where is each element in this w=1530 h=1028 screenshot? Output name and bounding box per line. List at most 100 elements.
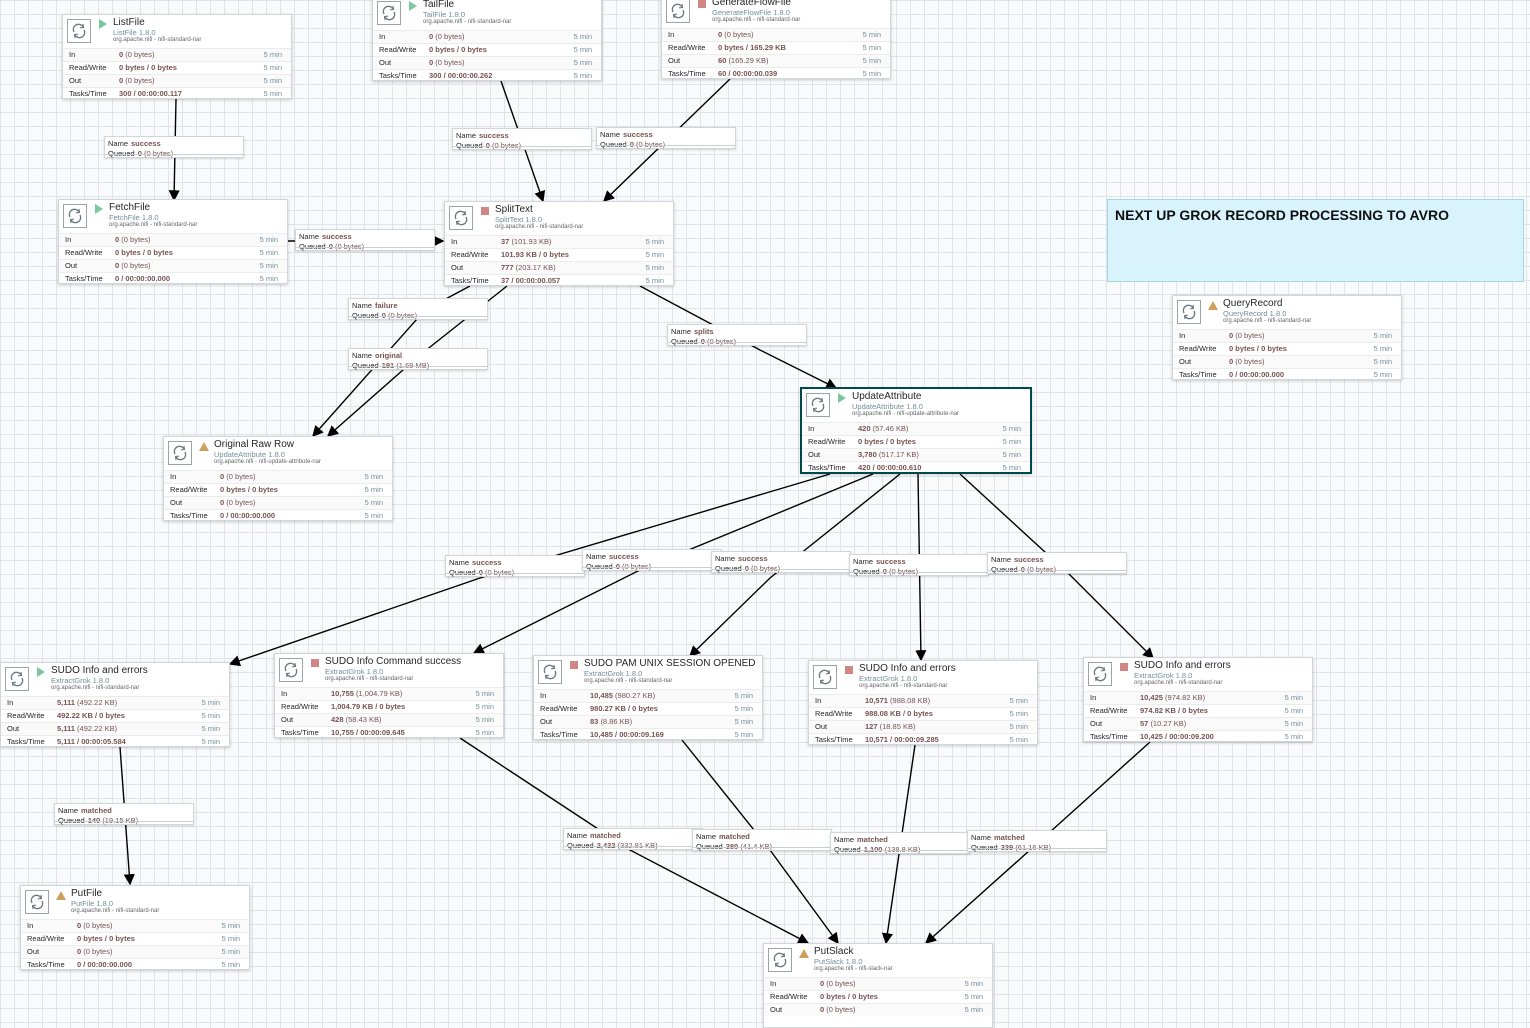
stat-value: 0 (0 bytes) [119, 76, 155, 85]
stopped-icon [1119, 662, 1129, 672]
stat-window: 5 min [964, 1005, 983, 1014]
connection-queued-value: 0 (0 bytes) [478, 568, 515, 577]
processor-type: ExtractGrok 1.8.0 [584, 669, 643, 678]
canvas-label[interactable]: NEXT UP GROK RECORD PROCESSING TO AVRO [1107, 199, 1524, 282]
stat-window: 5 min [1009, 696, 1028, 705]
connection-name: original [375, 351, 403, 360]
stat-value: 0 (0 bytes) [1229, 331, 1265, 340]
connection-queued-value: 0 (0 bytes) [137, 149, 174, 158]
stat-value: 10,755 (1,004.79 KB) [331, 689, 403, 698]
stat-window: 5 min [734, 717, 753, 726]
stat-window: 5 min [1009, 709, 1028, 718]
processor-type: QueryRecord 1.8.0 [1223, 309, 1287, 318]
processor-bundle: org.apache.nifi - nifi-standard-nar [584, 678, 673, 684]
connection-queued-label: Queued [299, 242, 326, 251]
stat-label: Out [7, 724, 20, 733]
processor-type: UpdateAttribute 1.8.0 [214, 450, 285, 459]
stat-label: Read/Write [808, 437, 846, 446]
queue-fill-bar [349, 366, 487, 369]
invalid-icon [799, 948, 809, 958]
queue-fill-bar [453, 146, 591, 149]
stat-label: Tasks/Time [65, 274, 103, 283]
stat-label: In [1179, 331, 1186, 340]
stat-window: 5 min [1284, 693, 1303, 702]
stat-window: 5 min [862, 43, 881, 52]
connection-queued-label: Queued [352, 361, 379, 370]
connection-name: success [472, 558, 502, 567]
stat-window: 5 min [734, 704, 753, 713]
stat-window: 5 min [573, 71, 592, 80]
processor-bundle: org.apache.nifi - nifi-standard-nar [325, 676, 414, 682]
processor-type: ExtractGrok 1.8.0 [1134, 671, 1193, 680]
stat-window: 5 min [1002, 450, 1021, 459]
stat-value: 0 bytes / 0 bytes [77, 934, 135, 943]
processor-name: GenerateFlowFile [712, 0, 791, 8]
stat-value: 101.93 KB / 0 bytes [501, 250, 569, 259]
stat-label: Out [27, 947, 40, 956]
processor-name: SUDO Info Command success [325, 656, 462, 667]
stat-value: 127 (18.85 KB) [865, 722, 916, 731]
processor-name: UpdateAttribute [852, 391, 922, 402]
processor-type-icon [67, 19, 91, 43]
stat-window: 5 min [201, 737, 220, 746]
stat-window: 5 min [734, 730, 753, 739]
connection-queued-value: 191 (1.69 MB) [381, 361, 430, 370]
stat-value: 0 (0 bytes) [77, 947, 113, 956]
connection-queued-label: Queued [671, 337, 698, 346]
stat-label: Tasks/Time [1179, 370, 1217, 379]
stopped-icon [569, 660, 579, 670]
connection-queued-value: 1,100 (138.8 KB) [863, 845, 921, 854]
stat-window: 5 min [1373, 344, 1392, 353]
connection-name-label: Name [352, 351, 373, 360]
connection-name-label: Name [834, 835, 855, 844]
